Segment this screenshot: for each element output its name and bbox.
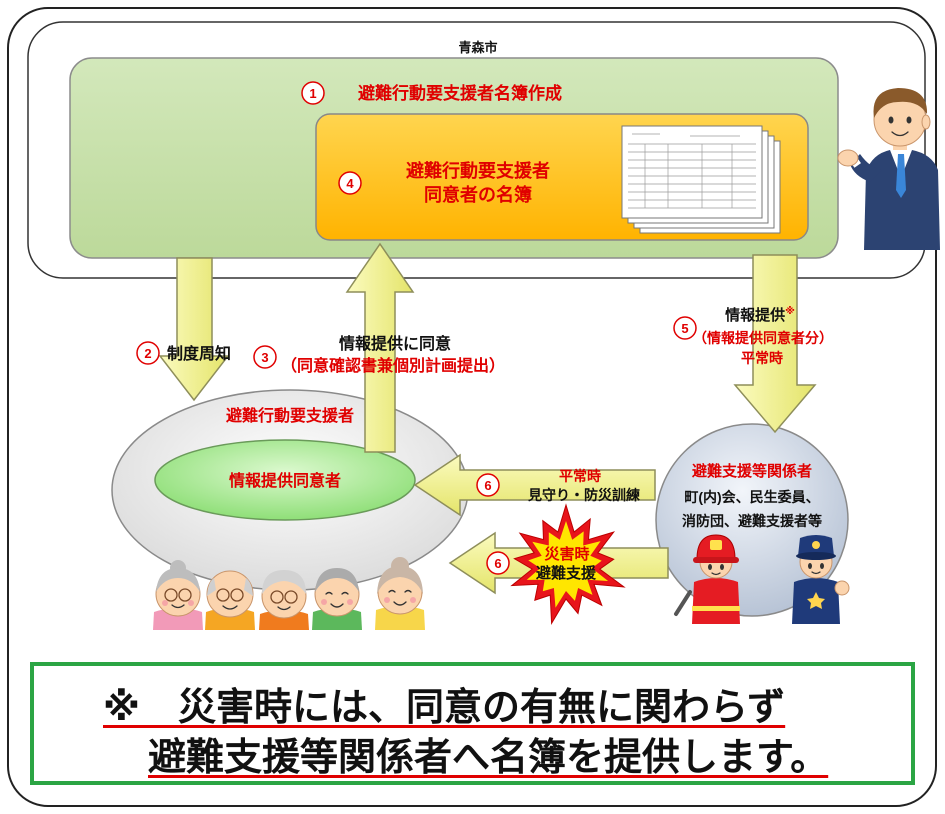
note-line-1: ※ 災害時には、同意の有無に関わらず bbox=[103, 687, 786, 729]
step-3-marker bbox=[253, 345, 277, 369]
step-4-label-line-2: 同意者の名簿 bbox=[424, 184, 532, 205]
supporters-members-line-1: 町(内)会、民生委員、 bbox=[684, 489, 819, 505]
elderly-person bbox=[205, 570, 255, 630]
elderly-person bbox=[153, 560, 203, 630]
explosion-burst-icon bbox=[510, 503, 626, 625]
step-6a-when: 平常時 bbox=[559, 468, 601, 484]
step-6b-marker bbox=[486, 551, 510, 575]
step-4-number: 4 bbox=[346, 176, 354, 191]
step-1-label: 避難行動要支援者名簿作成 bbox=[358, 83, 562, 103]
supporters-members-line-2: 消防団、避難支援者等 bbox=[682, 513, 822, 529]
step-6b-number: 6 bbox=[494, 556, 501, 571]
step-2-marker bbox=[136, 341, 160, 365]
step-4-label-line-1: 避難行動要支援者 bbox=[406, 160, 550, 181]
step-5-footnote-mark: ※ bbox=[785, 305, 795, 317]
note-line-2: 避難支援等関係者へ名簿を提供します。 bbox=[148, 737, 829, 779]
firefighter-illustration bbox=[674, 534, 740, 624]
step-6b-action: 避難支援 bbox=[536, 564, 597, 582]
step-6a-marker bbox=[476, 473, 500, 497]
step-1-marker bbox=[301, 81, 325, 105]
consented-group bbox=[154, 439, 416, 521]
support-needed-label: 避難行動要支援者 bbox=[226, 406, 354, 425]
step-3-label: （同意確認書兼個別計画提出） bbox=[281, 356, 505, 375]
elderly-person bbox=[259, 570, 309, 630]
step-5-label-top: 情報提供※ bbox=[725, 305, 795, 324]
arrow-watch-left bbox=[413, 453, 656, 517]
step-5-marker bbox=[673, 316, 697, 340]
step-2-number: 2 bbox=[144, 346, 151, 361]
consented-label: 情報提供同意者 bbox=[229, 471, 341, 490]
document-stack-icon bbox=[621, 125, 781, 234]
arrow-notify-down bbox=[158, 257, 230, 402]
police-officer-illustration bbox=[792, 535, 850, 624]
arrow-provide-info-down bbox=[733, 254, 817, 434]
step-5-number: 5 bbox=[681, 321, 688, 336]
step-3-label-top: 情報提供に同意 bbox=[339, 334, 451, 353]
disaster-note-box: ※ 災害時には、同意の有無に関わらず 避難支援等関係者へ名簿を提供します。 bbox=[30, 662, 915, 785]
step-2-label: 制度周知 bbox=[167, 344, 231, 363]
city-label: 青森市 bbox=[458, 40, 497, 55]
elderly-person bbox=[312, 568, 362, 630]
step-6b-when: 災害時 bbox=[544, 545, 589, 563]
step-6a-number: 6 bbox=[484, 478, 491, 493]
arrow-consent-up bbox=[345, 242, 415, 453]
elderly-people-illustration bbox=[153, 557, 425, 630]
step-3-number: 3 bbox=[261, 350, 268, 365]
businessman-illustration bbox=[837, 88, 940, 250]
step-1-number: 1 bbox=[309, 86, 316, 101]
step-6a-action: 見守り・防災訓練 bbox=[527, 487, 640, 503]
step-5-label: （情報提供同意者分） bbox=[693, 330, 833, 346]
supporters-label: 避難支援等関係者 bbox=[692, 462, 812, 480]
step-5-when: 平常時 bbox=[741, 350, 783, 366]
step-5-label-top-text: 情報提供 bbox=[725, 306, 785, 324]
step-4-marker bbox=[338, 171, 362, 195]
elderly-person bbox=[375, 557, 425, 630]
